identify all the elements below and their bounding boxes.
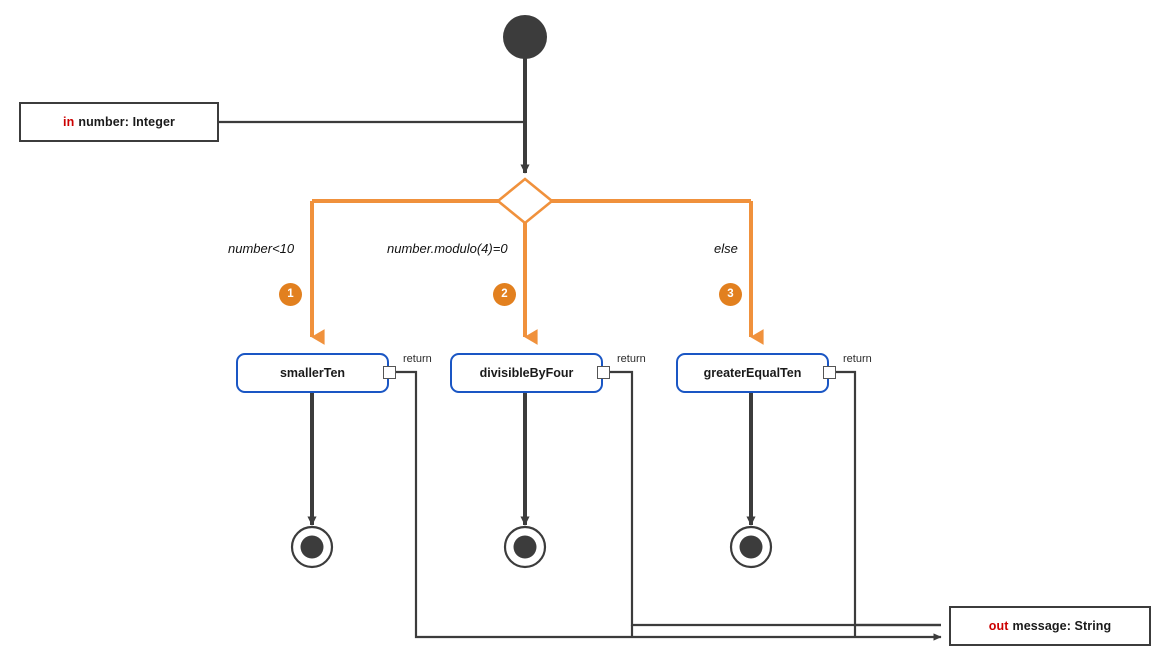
input-parameter-label: number: Integer [78, 115, 175, 129]
activity-final-node-2 [503, 525, 547, 569]
action-node-greaterequalten[interactable]: greaterEqualTen [676, 353, 829, 393]
return-pin-label-2: return [617, 353, 646, 365]
decision-diamond [495, 177, 555, 225]
return-pin-3[interactable] [823, 366, 836, 379]
action-node-label: greaterEqualTen [703, 366, 802, 380]
return-pin-2[interactable] [597, 366, 610, 379]
edge-return-1-to-output [395, 370, 942, 641]
branch-badge-1[interactable]: 1 [279, 283, 302, 306]
branch-badge-2[interactable]: 2 [493, 283, 516, 306]
branch-badge-3[interactable]: 3 [719, 283, 742, 306]
return-pin-1[interactable] [383, 366, 396, 379]
output-parameter-label: message: String [1012, 619, 1112, 633]
activity-final-node-3 [729, 525, 773, 569]
input-parameter-node[interactable]: in number: Integer [19, 102, 219, 142]
activity-final-node-1 [290, 525, 334, 569]
output-parameter-node[interactable]: out message: String [949, 606, 1151, 646]
edge-return-2-to-output [609, 370, 941, 637]
guard-label-3: else [714, 241, 738, 256]
action-node-label: divisibleByFour [479, 366, 574, 380]
action-node-label: smallerTen [279, 366, 346, 380]
output-parameter-keyword: out [988, 619, 1009, 633]
guard-label-2: number.modulo(4)=0 [387, 241, 508, 256]
action-node-divisiblebyfour[interactable]: divisibleByFour [450, 353, 603, 393]
input-parameter-keyword: in [63, 115, 75, 129]
return-pin-label-3: return [843, 353, 872, 365]
edge-decision-branches [310, 199, 764, 345]
edge-return-3-to-output [835, 370, 941, 637]
guard-label-1: number<10 [228, 241, 295, 256]
return-pin-label-1: return [403, 353, 432, 365]
initial-node [503, 15, 547, 59]
action-node-smallerten[interactable]: smallerTen [236, 353, 389, 393]
